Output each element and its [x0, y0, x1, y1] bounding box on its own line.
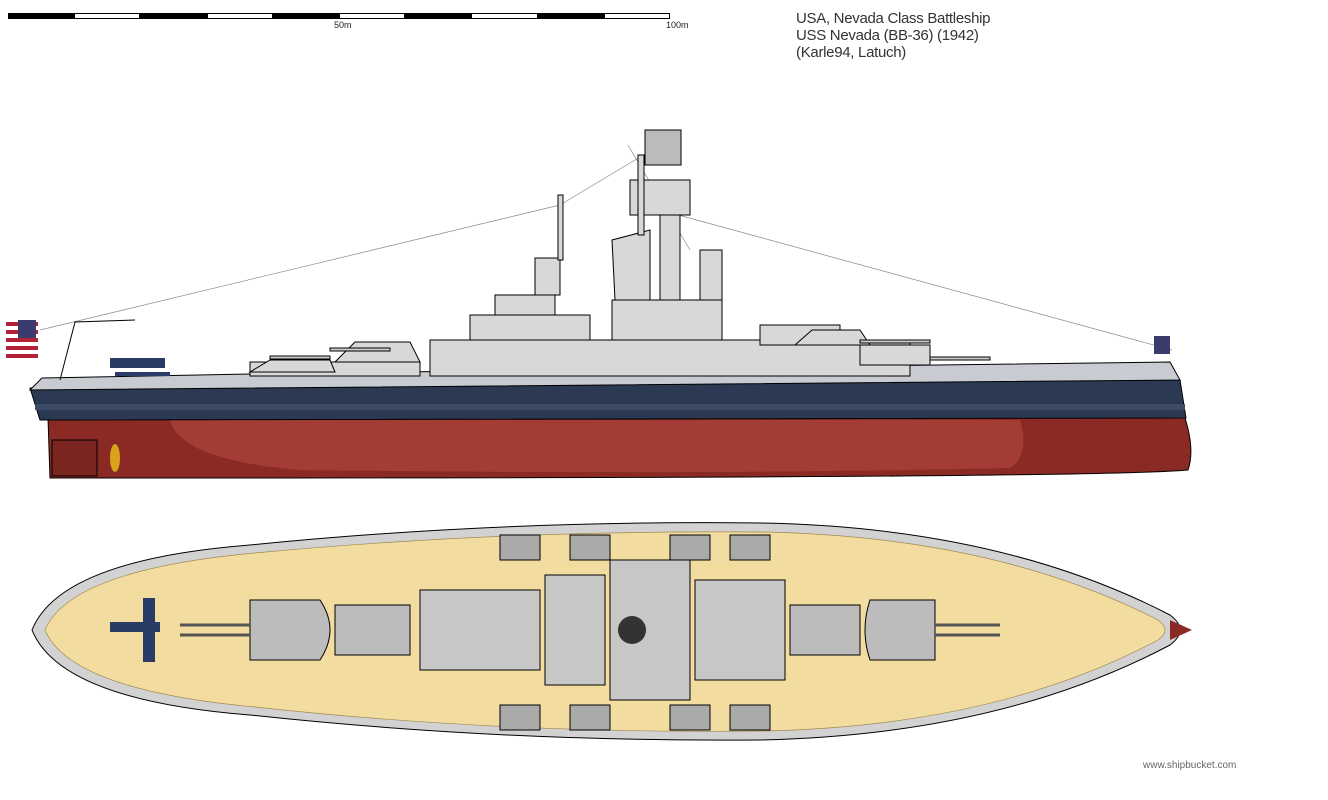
top-view [31, 522, 1192, 741]
gun-barrels-top [180, 623, 1000, 637]
title-line-ship: USS Nevada (BB-36) (1942) [796, 27, 979, 44]
aircraft-crane [59, 319, 136, 381]
scale-label-100m: 100m [666, 20, 689, 30]
drawing-title: USA, Nevada Class Battleship USS Nevada … [796, 10, 991, 61]
hull-shading [170, 420, 1024, 473]
secondary-mounts-top [499, 534, 771, 731]
floatplane [110, 358, 170, 376]
us-flag-stern [6, 320, 38, 362]
title-line-authors: (Karle94, Latuch) [796, 44, 906, 61]
main-turrets-top [249, 599, 936, 661]
bow-tip [1170, 620, 1192, 640]
scale-label-50m: 50m [334, 20, 352, 30]
propeller [110, 444, 120, 472]
superstructure-top [419, 559, 786, 701]
credit-watermark: www.shipbucket.com [1143, 760, 1237, 771]
side-profile [6, 129, 1192, 479]
main-gun-barrels [269, 339, 991, 361]
scale-bar [8, 13, 671, 19]
superstructure [248, 129, 931, 377]
title-line-class: USA, Nevada Class Battleship [796, 10, 991, 27]
jack-flag-bow [1154, 336, 1170, 354]
rigging-lines [39, 144, 1173, 351]
funnel-top [618, 616, 646, 644]
floatplane-top [110, 598, 160, 662]
rudder [51, 439, 98, 477]
